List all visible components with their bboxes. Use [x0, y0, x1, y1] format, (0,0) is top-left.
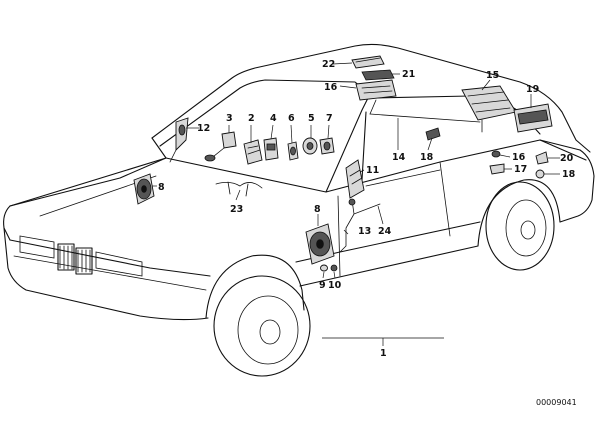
door-speaker-8: [305, 223, 335, 265]
callout-3: 3: [226, 113, 233, 124]
callout-16b: 16: [512, 152, 526, 163]
callout-18a: 18: [420, 152, 434, 163]
reference-code: 00009041: [536, 398, 577, 407]
callout-8b: 8: [314, 204, 321, 215]
grille-right: [75, 247, 93, 275]
callout-4: 4: [270, 113, 277, 124]
front-speaker-left: [133, 173, 155, 205]
callout-2: 2: [248, 113, 255, 124]
callout-18b: 18: [562, 169, 576, 180]
front-wheel: [213, 275, 311, 377]
callout-15a: 15: [486, 70, 499, 81]
callout-12: 12: [197, 123, 210, 134]
door-bracket-11: [345, 159, 365, 199]
leader-lines: [152, 62, 560, 346]
connector-3: [204, 131, 237, 162]
callout-22: 22: [322, 59, 335, 70]
connector-block-2: [243, 139, 263, 165]
connector-4: [263, 137, 279, 161]
round-connector-7: [319, 137, 335, 155]
round-connector-5: [302, 137, 318, 155]
callout-14: 14: [392, 152, 406, 163]
callout-1: 1: [380, 348, 387, 359]
callout-24: 24: [378, 226, 392, 237]
rear-unit-15: [461, 85, 517, 133]
roof-cable-14: [369, 113, 481, 123]
car-body-outline: [3, 43, 595, 377]
callout-7: 7: [326, 113, 333, 124]
plug-6: [287, 141, 299, 161]
washer-9: [320, 264, 328, 272]
clip-20: [535, 151, 549, 165]
parts: [133, 55, 553, 272]
callout-19: 19: [526, 84, 539, 95]
callout-5: 5: [308, 113, 315, 124]
nut-16: [491, 150, 501, 158]
clip-18-top: [425, 127, 441, 141]
bracket-17: [489, 163, 505, 175]
callout-6: 6: [288, 113, 295, 124]
callout-labels: 1 2 3 4 5 6 7 8 8 9 10 11 12 13 14 15 15…: [158, 59, 577, 407]
clip-18-bottom: [535, 169, 545, 179]
cable-harness-23: [215, 181, 263, 197]
callout-16a: 16: [324, 82, 338, 93]
callout-17: 17: [514, 164, 527, 175]
tweeter-a-pillar: [169, 117, 189, 163]
callout-11: 11: [366, 165, 379, 176]
roof-light-16: [355, 79, 397, 115]
nut-10: [330, 264, 338, 272]
callout-9: 9: [319, 280, 326, 291]
callout-21: 21: [402, 69, 415, 80]
amplifier-19: [513, 103, 553, 133]
callout-10: 10: [328, 280, 342, 291]
rear-wheel: [485, 181, 555, 271]
roof-unit-22: [351, 55, 385, 69]
roof-unit-21: [361, 69, 395, 81]
callout-20: 20: [560, 153, 574, 164]
grille-left: [57, 243, 75, 271]
callout-23: 23: [230, 204, 243, 215]
callout-8a: 8: [158, 182, 165, 193]
callout-13: 13: [358, 226, 371, 237]
